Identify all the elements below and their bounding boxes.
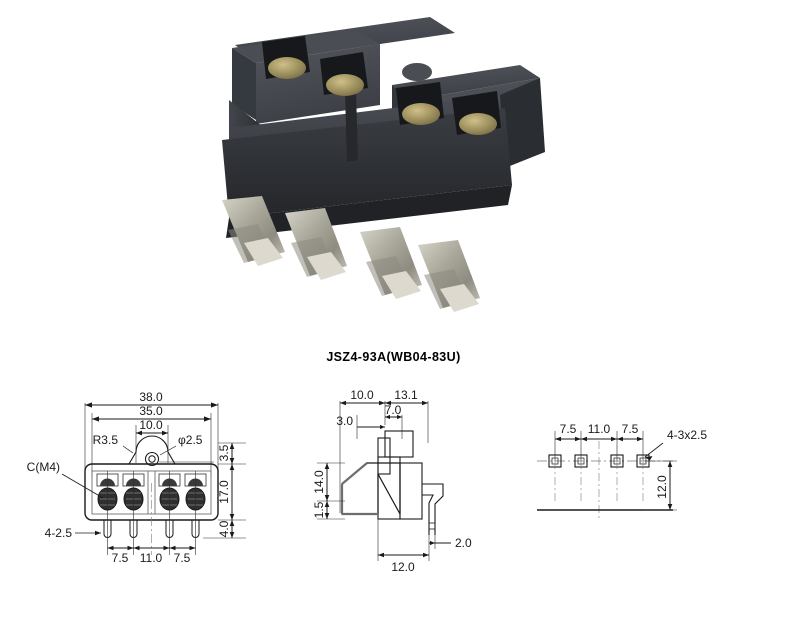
blade-pins [222,196,480,312]
dim-body-height: 17.0 [217,480,231,504]
product-photo [222,17,545,312]
dim-pins-pitch-center: 11.0 [588,422,611,436]
connector-boss [402,63,432,81]
dim-corner-radius: R3.5 [93,433,119,447]
dim-pin-depth: 12.0 [655,475,669,499]
terminal-screw-3 [402,103,440,125]
dim-pitch-left: 7.5 [112,551,129,565]
product-title: JSZ4-93A(WB04-83U) [326,350,461,364]
blade-pin-4 [418,240,480,312]
dim-pitch-right: 7.5 [174,551,191,565]
blade-pin-1 [222,196,285,266]
dim-pitch-center: 11.0 [140,551,163,565]
dim-pin-height: 4.0 [217,520,231,537]
dim-pins-pitch-left: 7.5 [560,422,577,436]
dim-mount-width: 10.0 [139,418,163,432]
dim-hole-diameter: φ2.5 [178,433,203,447]
dim-pin-note: 4-2.5 [45,526,73,540]
blade-pin-3 [360,227,422,299]
terminal-screw-1 [268,57,306,79]
dim-pins-pitch-right: 7.5 [622,422,639,436]
dim-tab-width: 7.0 [385,403,402,417]
dim-base-height: 1.5 [312,501,326,518]
pin-layout-drawing: 7.5 11.0 7.5 4-3x2.5 12.0 [525,383,775,588]
label-pin-spec: 4-3x2.5 [667,428,707,442]
dim-pin-width: 2.0 [455,536,472,550]
dim-front-depth: 10.0 [350,388,374,402]
label-screw-type: C(M4) [27,460,60,474]
dim-pin-offset: 12.0 [391,560,415,574]
front-view-drawing: 38.0 35.0 10.0 R3.5 φ2.5 C(M4) 4-2.5 7.5… [0,383,290,588]
dim-side-body-height: 14.0 [312,470,326,494]
side-view-drawing: 10.0 13.1 7.0 3.0 14.0 1.5 12.0 2.0 [295,383,505,588]
dim-rear-depth: 13.1 [394,388,418,402]
dimensional-drawings: 38.0 35.0 10.0 R3.5 φ2.5 C(M4) 4-2.5 7.5… [0,383,787,583]
connector-center-rib [345,90,358,162]
blade-pin-2 [285,208,347,280]
terminal-screw-4 [459,113,497,135]
dim-top-height: 3.5 [217,444,231,461]
product-photo-svg [222,17,545,312]
dim-tab-offset: 3.0 [336,414,353,428]
connector-mounting-flange [222,108,512,218]
dim-overall-width: 38.0 [139,390,163,404]
terminal-openings [262,36,501,135]
connector-right-face [500,78,545,168]
dim-body-width: 35.0 [139,404,163,418]
terminal-screw-2 [326,74,364,96]
